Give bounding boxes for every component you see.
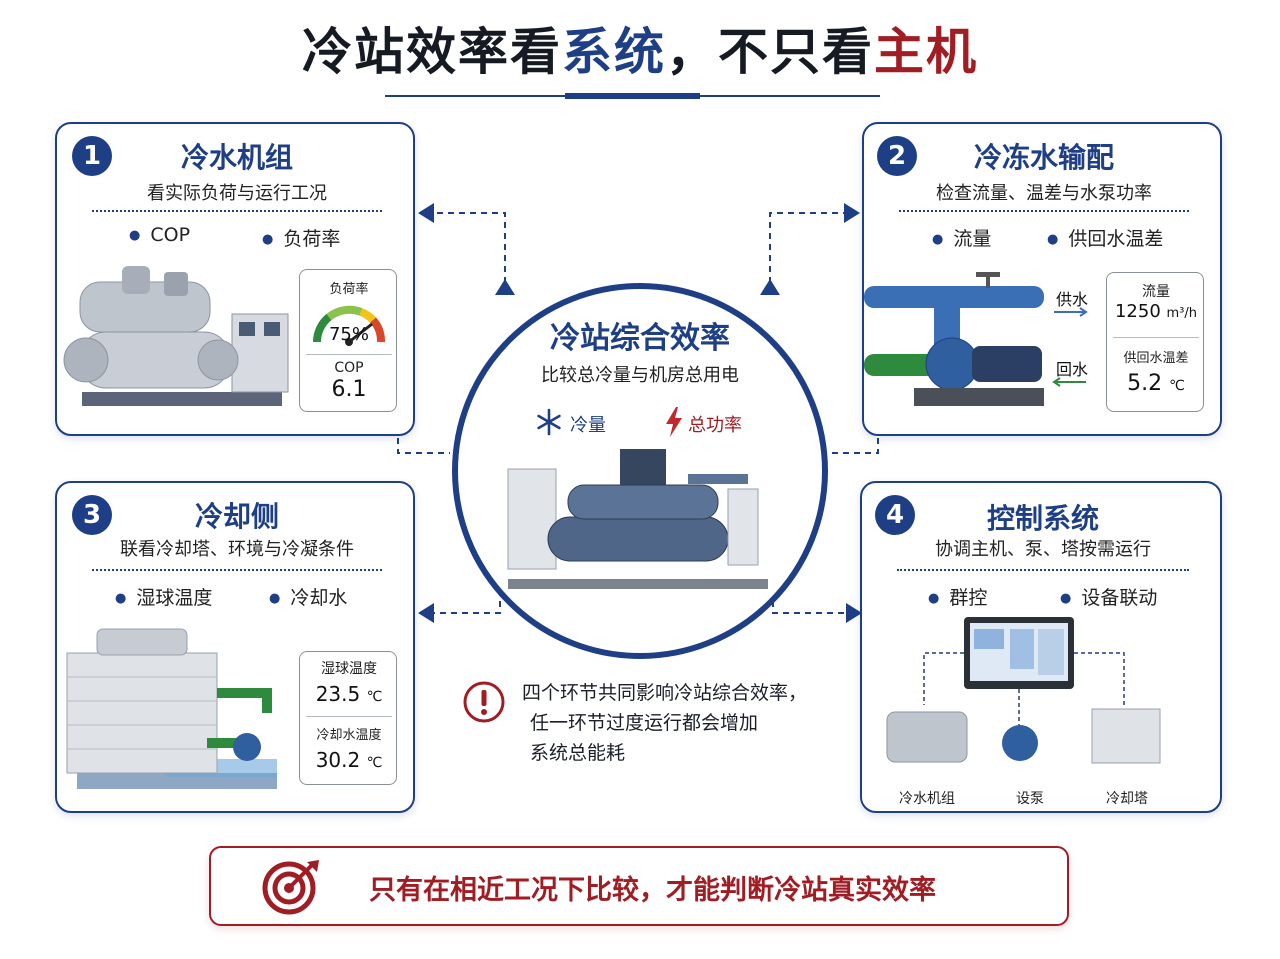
card-chiller: 1 冷水机组 看实际负荷与运行工况 COP 负荷率 负荷率 75% COP 6.… bbox=[55, 122, 415, 436]
cop-label: COP bbox=[334, 360, 364, 376]
card-control: 4 控制系统 协调主机、泵、塔按需运行 群控 设备联动 冷水机组 设泵 冷却塔 bbox=[860, 481, 1222, 813]
dt-reading: 5.2 ℃ bbox=[1107, 371, 1205, 396]
card-title: 冷冻水输配 bbox=[973, 141, 1114, 174]
title-underline-accent bbox=[565, 93, 700, 99]
title-part-3: ，不只看 bbox=[666, 23, 874, 81]
panel-divider bbox=[1113, 337, 1199, 338]
card-divider bbox=[92, 569, 382, 571]
conclusion-banner: 只有在相近工况下比较，才能判断冷站真实效率 bbox=[209, 846, 1069, 926]
card-divider bbox=[897, 569, 1189, 571]
card-title: 冷水机组 bbox=[180, 141, 293, 174]
note-line: 任一环节过度运行都会增加 bbox=[530, 712, 759, 734]
step-badge-1: 1 bbox=[72, 136, 112, 176]
panel-divider bbox=[306, 354, 392, 355]
card-chilled-water: 2 冷冻水输配 检查流量、温差与水泵功率 流量 供回水温差 供水 回水 流量 1… bbox=[862, 122, 1222, 436]
cooling-water-value: 30.2 bbox=[315, 748, 361, 772]
title-part-4: 主机 bbox=[874, 23, 978, 81]
plant-illustration bbox=[507, 449, 768, 589]
step-badge-2: 2 bbox=[877, 136, 917, 176]
cold-capacity-label: 冷量 bbox=[570, 415, 606, 436]
gauge-label: 负荷率 bbox=[329, 282, 369, 297]
return-label: 回水 bbox=[1056, 360, 1089, 379]
supply-arrow-icon bbox=[1054, 307, 1088, 317]
note-line: 四个环节共同影响冷站综合效率， bbox=[522, 682, 808, 704]
card-subtitle: 检查流量、温差与水泵功率 bbox=[936, 183, 1152, 204]
target-icon bbox=[262, 860, 319, 915]
bullet-item: 流量 bbox=[932, 224, 991, 251]
bullet-item: 负荷率 bbox=[262, 224, 340, 251]
flow-panel: 流量 1250 m³/h 供回水温差 5.2 ℃ bbox=[1106, 272, 1204, 412]
wet-bulb-label: 湿球温度 bbox=[321, 661, 377, 677]
wet-bulb-value: 23.5 bbox=[315, 682, 361, 706]
equipment-label-pump: 设泵 bbox=[1016, 791, 1044, 807]
page-title: 冷站效率看系统，不只看主机 bbox=[0, 12, 1280, 84]
cooling-readings-panel: 湿球温度 23.5 ℃ 冷却水温度 30.2 ℃ bbox=[299, 651, 397, 785]
wet-bulb-reading: 23.5 ℃ bbox=[300, 682, 398, 706]
bullet-item: COP bbox=[129, 224, 190, 246]
bullet-item: 群控 bbox=[928, 583, 987, 610]
panel-divider bbox=[306, 716, 392, 717]
control-system-illustration bbox=[886, 617, 1161, 764]
warning-icon bbox=[463, 681, 505, 723]
gauge-panel: 负荷率 75% COP 6.1 bbox=[299, 269, 397, 412]
pump-illustration bbox=[864, 272, 1044, 406]
title-part-2: 系统 bbox=[562, 23, 666, 81]
supply-label: 供水 bbox=[1056, 290, 1089, 309]
load-gauge bbox=[312, 305, 385, 346]
bullet-item: 冷却水 bbox=[269, 583, 347, 610]
equipment-label-chiller: 冷水机组 bbox=[899, 791, 955, 807]
lightning-icon bbox=[666, 407, 682, 437]
dt-label: 供回水温差 bbox=[1123, 351, 1189, 366]
card-title: 冷却侧 bbox=[194, 500, 279, 533]
card-cooling: 3 冷却侧 联看冷却塔、环境与冷凝条件 湿球温度 冷却水 湿球温度 23.5 ℃… bbox=[55, 481, 415, 813]
cooling-tower-illustration bbox=[66, 628, 277, 789]
center-subtitle: 比较总冷量与机房总用电 bbox=[541, 365, 739, 386]
step-badge-4: 4 bbox=[875, 495, 915, 535]
wet-bulb-unit: ℃ bbox=[366, 689, 383, 705]
dt-unit: ℃ bbox=[1169, 378, 1185, 394]
flow-label: 流量 bbox=[1142, 284, 1170, 300]
return-arrow-icon bbox=[1052, 377, 1086, 387]
card-subtitle: 联看冷却塔、环境与冷凝条件 bbox=[120, 539, 354, 560]
conclusion-text: 只有在相近工况下比较，才能判断冷站真实效率 bbox=[369, 875, 936, 906]
card-divider bbox=[92, 210, 382, 212]
flow-value: 1250 bbox=[1114, 301, 1161, 322]
note-text: 四个环节共同影响冷站综合效率， 任一环节过度运行都会增加 系统总能耗 bbox=[522, 678, 807, 768]
card-divider bbox=[899, 210, 1189, 212]
chiller-illustration bbox=[63, 266, 289, 406]
step-badge-3: 3 bbox=[72, 495, 112, 535]
flow-unit: m³/h bbox=[1166, 306, 1198, 321]
card-title: 控制系统 bbox=[986, 502, 1099, 535]
cop-value: 6.1 bbox=[331, 377, 367, 402]
center-efficiency-circle: 冷站综合效率 比较总冷量与机房总用电 冷量 总功率 bbox=[452, 283, 828, 659]
title-part-1: 冷站效率看 bbox=[302, 23, 562, 81]
cooling-water-label: 冷却水温度 bbox=[316, 728, 382, 743]
total-power-label: 总功率 bbox=[688, 415, 742, 436]
dt-value: 5.2 bbox=[1127, 371, 1163, 396]
card-subtitle: 协调主机、泵、塔按需运行 bbox=[935, 539, 1151, 560]
bullet-item: 供回水温差 bbox=[1047, 224, 1163, 251]
gauge-value: 75% bbox=[328, 324, 369, 345]
bullet-item: 设备联动 bbox=[1060, 583, 1157, 610]
cooling-water-unit: ℃ bbox=[366, 755, 383, 771]
center-title: 冷站综合效率 bbox=[550, 321, 730, 356]
note-line: 系统总能耗 bbox=[530, 742, 626, 764]
snowflake-icon bbox=[537, 408, 561, 436]
card-subtitle: 看实际负荷与运行工况 bbox=[147, 183, 327, 204]
cooling-water-reading: 30.2 ℃ bbox=[300, 748, 398, 772]
equipment-label-tower: 冷却塔 bbox=[1106, 791, 1148, 807]
flow-reading: 1250 m³/h bbox=[1107, 301, 1205, 322]
bullet-item: 湿球温度 bbox=[115, 583, 212, 610]
